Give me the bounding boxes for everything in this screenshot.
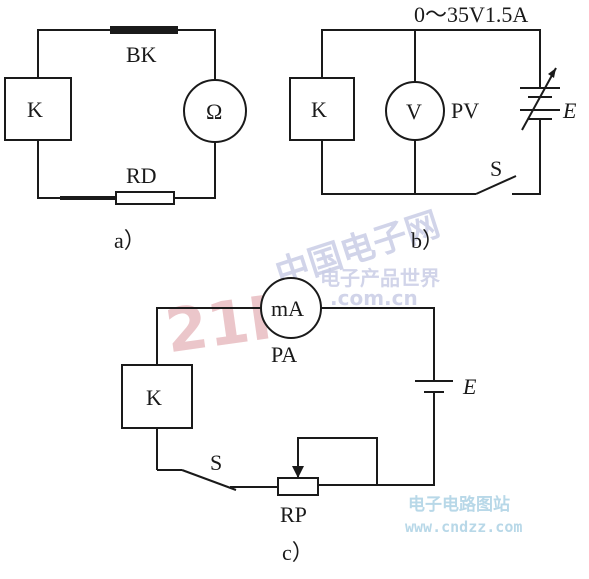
watermark-site-name: 电子电路图站 (408, 494, 510, 515)
milliammeter-label: mA (271, 296, 304, 321)
rd-resistor (115, 191, 175, 205)
panel-b-caption: b） (411, 228, 444, 253)
panel-c-top-wire-left (156, 307, 261, 365)
watermark-site-url: www.cndzz.com (405, 518, 522, 536)
rp-label: RP (280, 502, 307, 527)
rd-lead-thick (60, 196, 115, 200)
panel-c-right-wire (318, 392, 435, 486)
ohm-meter-label: Ω (206, 99, 222, 124)
panel-a-k-label: K (27, 97, 43, 122)
panel-b-top-wire (321, 29, 541, 82)
panel-c-circuit: K mA PA E S RP c） (121, 277, 477, 565)
voltmeter (385, 81, 445, 141)
panel-c-k-box (121, 364, 193, 429)
watermark-bottom: 电子电路图站 www.cndzz.com (405, 494, 522, 536)
rp-wiper-arrow (292, 466, 304, 478)
panel-c-k-label: K (146, 385, 162, 410)
panel-b-e-label: E (562, 98, 577, 123)
panel-b-k-label: K (311, 97, 327, 122)
rd-label: RD (126, 163, 157, 188)
panel-c-top-wire-right (321, 307, 435, 381)
panel-b-s-label: S (490, 156, 502, 181)
milliammeter (260, 277, 322, 339)
panel-c-caption: c） (282, 540, 314, 565)
bk-label: BK (126, 42, 157, 67)
supply-spec-label: 0～35V1.5A (414, 2, 528, 27)
rp-potentiometer (277, 477, 319, 496)
panel-a-caption: a） (114, 228, 146, 253)
panel-b-k-box (289, 77, 355, 141)
panel-c-e-label: E (462, 374, 477, 399)
panel-a-k-box (4, 77, 72, 141)
ohm-meter (183, 79, 247, 143)
watermark-domain-text: .com.cn (330, 286, 418, 310)
panel-a-circuit: K Ω BK RD a） (4, 26, 247, 253)
voltmeter-label: V (406, 99, 422, 124)
rp-wiper-loop (297, 437, 378, 485)
panel-b-circuit: K V PV E S 0～35V1.5A b） (289, 2, 577, 253)
panel-c-s-label: S (210, 450, 222, 475)
pv-label: PV (451, 98, 479, 123)
panel-b-arrow-head (548, 68, 556, 78)
panel-c-switch (181, 469, 237, 491)
watermark-small-text: 电子产品世界 (320, 266, 440, 290)
panel-b-bottom-wire-left (321, 140, 476, 195)
pa-label: PA (271, 342, 297, 367)
panel-b-switch (475, 175, 517, 195)
panel-b-adjustable-arrow (521, 67, 557, 131)
panel-b-bottom-wire-right (512, 124, 541, 195)
bk-fuse (110, 26, 178, 34)
